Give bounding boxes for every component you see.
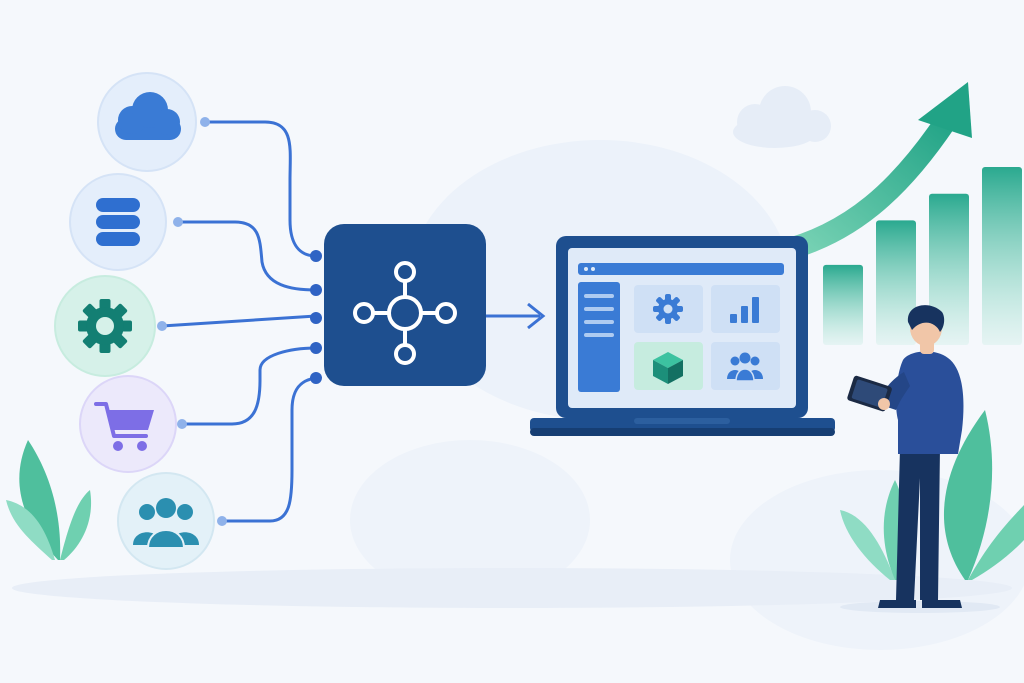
growth-bar [929, 193, 969, 345]
gear-icon [653, 294, 683, 324]
cloud-icon [115, 92, 181, 140]
shopping-cart-icon [94, 402, 154, 451]
laptop-trackpad [634, 418, 730, 424]
growth-chart [823, 167, 1022, 345]
source-people[interactable] [117, 472, 215, 570]
laptop-base-edge [530, 428, 835, 436]
network-hub-icon [353, 261, 457, 365]
connector-lines [161, 120, 546, 523]
source-commerce[interactable] [79, 375, 177, 473]
dashboard-tile-users[interactable] [711, 342, 780, 390]
decorative-cloud-icon [733, 86, 831, 148]
person-shoe [878, 600, 916, 608]
cube-icon [653, 352, 683, 384]
hub-ports [310, 250, 322, 384]
ground-shadow [12, 568, 1012, 608]
database-icon [96, 198, 140, 246]
source-database[interactable] [69, 173, 167, 271]
dashboard-title-bar [578, 263, 784, 275]
gear-icon [78, 299, 132, 353]
person-torso [895, 351, 964, 454]
growth-bar [823, 264, 863, 345]
integration-hub[interactable] [324, 224, 486, 386]
growth-bar [982, 167, 1022, 345]
person [840, 305, 1000, 613]
source-cloud[interactable] [97, 72, 197, 172]
background-blob [350, 440, 590, 600]
person-hair [907, 305, 945, 332]
people-group-icon [133, 498, 199, 549]
bar-chart-icon [730, 297, 759, 323]
source-list [54, 72, 215, 570]
people-group-icon [727, 352, 763, 382]
laptop [530, 236, 835, 436]
connector-nodes [157, 117, 227, 526]
growth-bar [876, 220, 916, 345]
source-settings[interactable] [54, 275, 156, 377]
plant-left-icon [6, 440, 92, 560]
growth-arrow-head-icon [918, 82, 972, 138]
person-shoe [922, 600, 962, 608]
person-legs [896, 448, 940, 600]
